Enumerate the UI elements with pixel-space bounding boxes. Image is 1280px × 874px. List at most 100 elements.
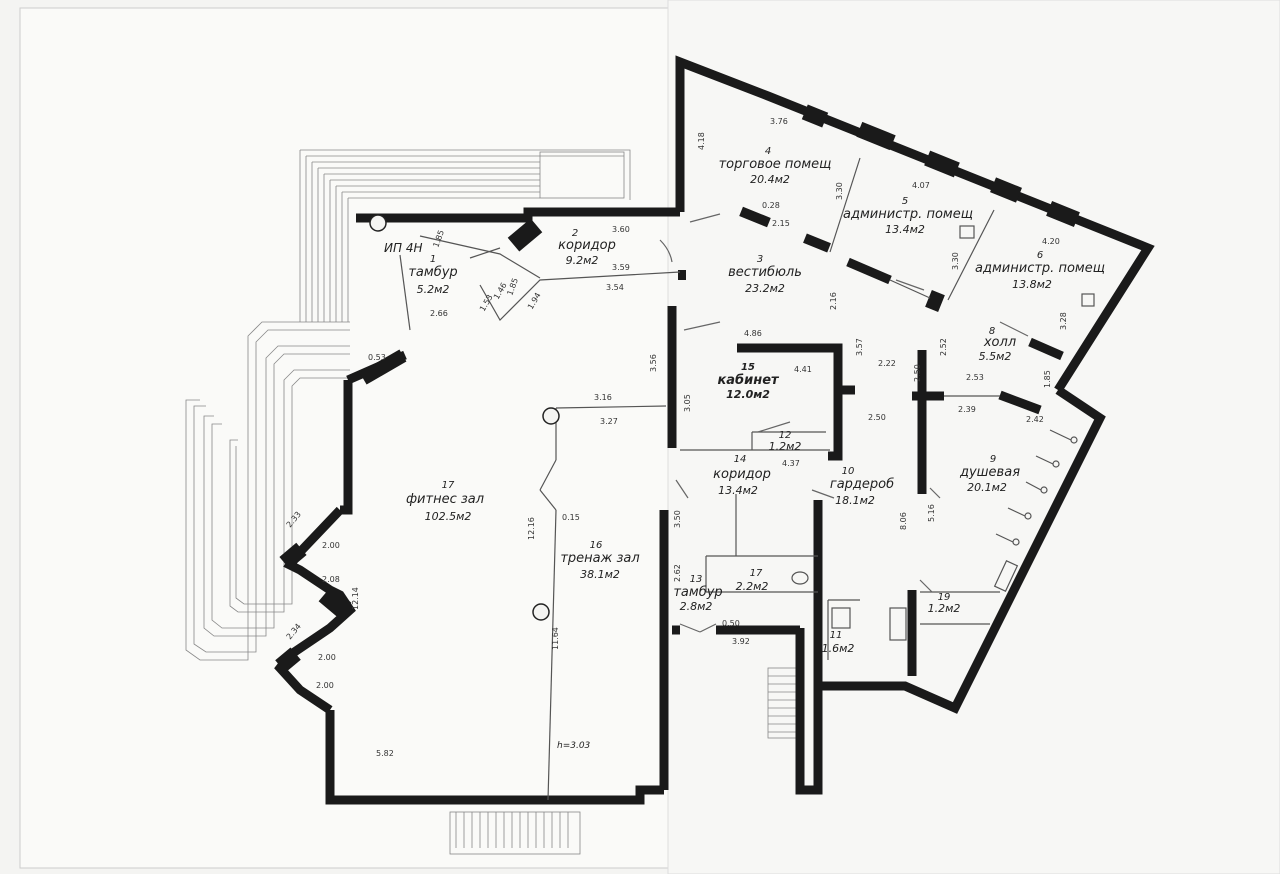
room-number: 5 <box>902 196 908 207</box>
dimension-label: 3.57 <box>855 338 864 356</box>
room-area: 23.2м2 <box>745 282 785 295</box>
dimension-label: 2.53 <box>966 373 984 382</box>
dimension-label: 4.18 <box>697 132 706 150</box>
dimension-label: 2.00 <box>316 681 334 690</box>
dimension-label: 0.53 <box>368 353 386 362</box>
dimension-label: 2.50 <box>868 413 886 422</box>
column-label: ИП 4Н <box>384 241 422 255</box>
room-number: 17 <box>442 480 455 491</box>
room-number: 13 <box>690 574 703 585</box>
room-area: 2.8м2 <box>680 600 713 613</box>
dimension-label: 3.92 <box>732 637 750 646</box>
room-number: 14 <box>734 454 747 465</box>
dimension-label: 12.16 <box>527 517 536 540</box>
dimension-label: 2.15 <box>772 219 790 228</box>
room-area: 2.2м2 <box>736 580 769 593</box>
dimension-label: 8.06 <box>899 512 908 530</box>
dimension-label: 3.54 <box>606 283 624 292</box>
dimension-label: 3.28 <box>1059 312 1068 330</box>
room-area: 38.1м2 <box>580 568 620 581</box>
dimension-label: 3.60 <box>612 225 630 234</box>
room-area: 5.5м2 <box>979 350 1012 363</box>
dimension-label: 2.42 <box>1026 415 1044 424</box>
dimension-label: 4.37 <box>782 459 800 468</box>
room-area: 20.1м2 <box>967 481 1007 494</box>
windows <box>275 104 1080 673</box>
room-area: 20.4м2 <box>750 173 790 186</box>
room-name: коридор <box>713 467 771 482</box>
door-swings <box>659 213 1029 633</box>
room-number: 1 <box>430 254 436 265</box>
room-number: 15 <box>741 362 755 373</box>
dimension-label: 2.39 <box>958 405 976 414</box>
dimension-label: 2.00 <box>322 541 340 550</box>
dimension-label: 3.76 <box>770 117 788 126</box>
room-number: 11 <box>830 630 843 641</box>
room-number: 12 <box>779 430 792 441</box>
dimension-label: 2.08 <box>322 575 340 584</box>
room-number: 3 <box>757 254 763 265</box>
shower-fixtures <box>791 225 1095 641</box>
room-area: 18.1м2 <box>835 494 875 507</box>
dimension-label: 2.16 <box>829 292 838 310</box>
entry-steps-bottom <box>449 811 581 855</box>
dimension-label: 0.15 <box>562 513 580 522</box>
room-name: администр. помещ <box>843 207 973 222</box>
room-number: 8 <box>989 326 995 337</box>
room-name: тамбур <box>673 585 722 600</box>
room-number: 6 <box>1037 250 1043 261</box>
room-area: 13.4м2 <box>718 484 758 497</box>
room-number: 17 <box>750 568 763 579</box>
room-name: гардероб <box>830 477 894 492</box>
dimension-label: 2.50 <box>913 364 922 382</box>
dimension-label: 0.50 <box>722 619 740 628</box>
height-label: h=3.03 <box>557 741 591 751</box>
dimension-label: 3.59 <box>612 263 630 272</box>
room-name: душевая <box>959 465 1020 480</box>
column-ip4n <box>369 214 387 232</box>
column-gym-2 <box>532 603 550 621</box>
room-area: 13.4м2 <box>885 223 925 236</box>
dimension-label: 11.64 <box>551 627 560 650</box>
room-name: фитнес зал <box>406 492 484 507</box>
terrace-steps <box>185 149 631 661</box>
dimension-label: 0.28 <box>762 201 780 210</box>
room-name: тамбур <box>408 265 457 280</box>
room-name: холл <box>983 335 1016 350</box>
dimension-label: 2.62 <box>673 564 682 582</box>
columns <box>369 214 560 621</box>
room-name: торговое помещ <box>719 157 832 172</box>
dimension-label: 4.20 <box>1042 237 1060 246</box>
room-number: 16 <box>590 540 603 551</box>
room-labels: 1 тамбур 5.2м2 2 коридор 9.2м2 3 вестибю… <box>384 146 1105 751</box>
dimension-label: 3.27 <box>600 417 618 426</box>
room-area: 9.2м2 <box>566 254 599 267</box>
room-area: 12.0м2 <box>726 388 770 401</box>
room-name: вестибюль <box>728 265 802 280</box>
room-number: 4 <box>765 146 771 157</box>
room-area: 1.2м2 <box>928 602 961 615</box>
dimension-label: 3.05 <box>683 394 692 412</box>
dimension-label: 1.85 <box>1043 370 1052 388</box>
dimension-label: 2.52 <box>939 338 948 356</box>
room-area: 5.2м2 <box>417 283 450 296</box>
dimension-label: 3.16 <box>594 393 612 402</box>
dimension-label: 2.00 <box>318 653 336 662</box>
room-number: 19 <box>938 592 951 603</box>
room-area: 102.5м2 <box>425 510 472 523</box>
room-name: администр. помещ <box>975 261 1105 276</box>
room-area: 1.2м2 <box>769 440 802 453</box>
dimension-label: 5.16 <box>927 504 936 522</box>
dimension-label: 2.22 <box>878 359 896 368</box>
room-name: кабинет <box>717 373 780 388</box>
dimension-label: 3.56 <box>649 354 658 372</box>
dimension-labels: 3.76 4.18 3.30 4.07 4.20 3.30 3.28 0.28 … <box>285 117 1068 758</box>
dimension-label: 3.30 <box>951 252 960 270</box>
dimension-label: 4.07 <box>912 181 930 190</box>
dimension-label: 4.86 <box>744 329 762 338</box>
dimension-label: 3.50 <box>673 510 682 528</box>
room-name: коридор <box>558 238 616 253</box>
dimension-label: 3.30 <box>835 182 844 200</box>
